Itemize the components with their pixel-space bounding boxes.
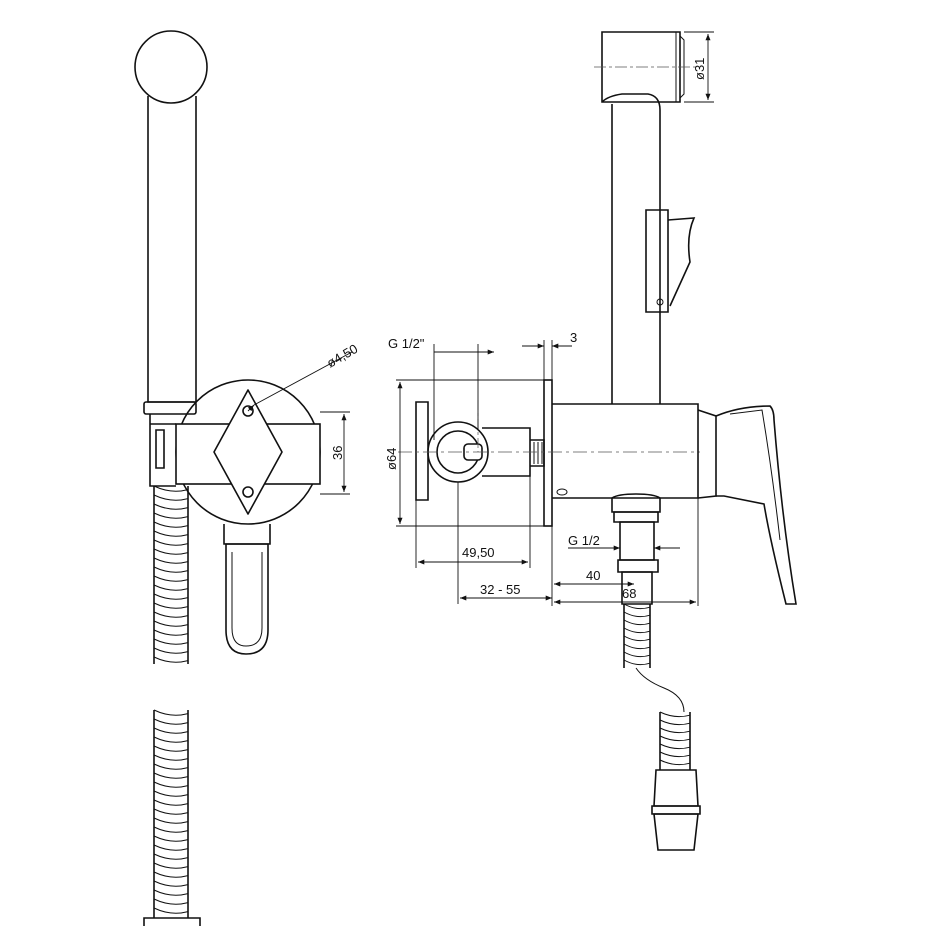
hose-right-lower (659, 711, 691, 770)
shower-stem (611, 104, 661, 404)
dim-depth-49-50: 49,50 (462, 545, 495, 560)
dim-rosette-thickness: 3 (570, 330, 577, 345)
dim-adjust-range: 32 - 55 (480, 582, 520, 597)
hand-shower-body (147, 96, 197, 403)
shower-head-cap (601, 31, 681, 103)
lever-handle (225, 543, 269, 655)
screw-hole-bottom (242, 486, 254, 498)
hose-lower (153, 709, 189, 918)
hose-right-upper (623, 603, 651, 668)
right-view: ø31 G 1/2 40 68 (551, 31, 797, 851)
side-flange (415, 401, 429, 501)
dim-outlet-offset: 40 (586, 568, 600, 583)
mixer-body (552, 403, 699, 499)
side-view: G 1/2" 3 ø64 49,50 32 - 55 (384, 330, 700, 604)
hose-break-line (635, 667, 685, 713)
dim-plate-height: 36 (330, 446, 345, 460)
wall-rosette (543, 379, 553, 527)
dim-thread-inlet: G 1/2" (388, 336, 425, 351)
handle-collar (143, 401, 197, 415)
outlet-fitting (611, 493, 661, 513)
holder-bracket (149, 414, 176, 487)
dim-head-diameter: ø31 (692, 58, 707, 80)
dim-body-length: 68 (622, 586, 636, 601)
shower-head-ball (134, 30, 208, 104)
trigger-lever (645, 209, 669, 313)
hose-cone-fitting (653, 769, 699, 807)
dim-rosette-diameter: ø64 (384, 448, 399, 470)
front-view: ø4,50 36 (134, 30, 360, 926)
dim-thread-outlet: G 1/2 (568, 533, 600, 548)
hose-upper (153, 485, 189, 664)
dim-hole-diameter: ø4,50 (324, 341, 360, 371)
hose-end-fitting (143, 917, 201, 926)
mixer-lever (697, 409, 717, 499)
diamond-flange (213, 389, 283, 515)
lever-neck (223, 524, 271, 545)
